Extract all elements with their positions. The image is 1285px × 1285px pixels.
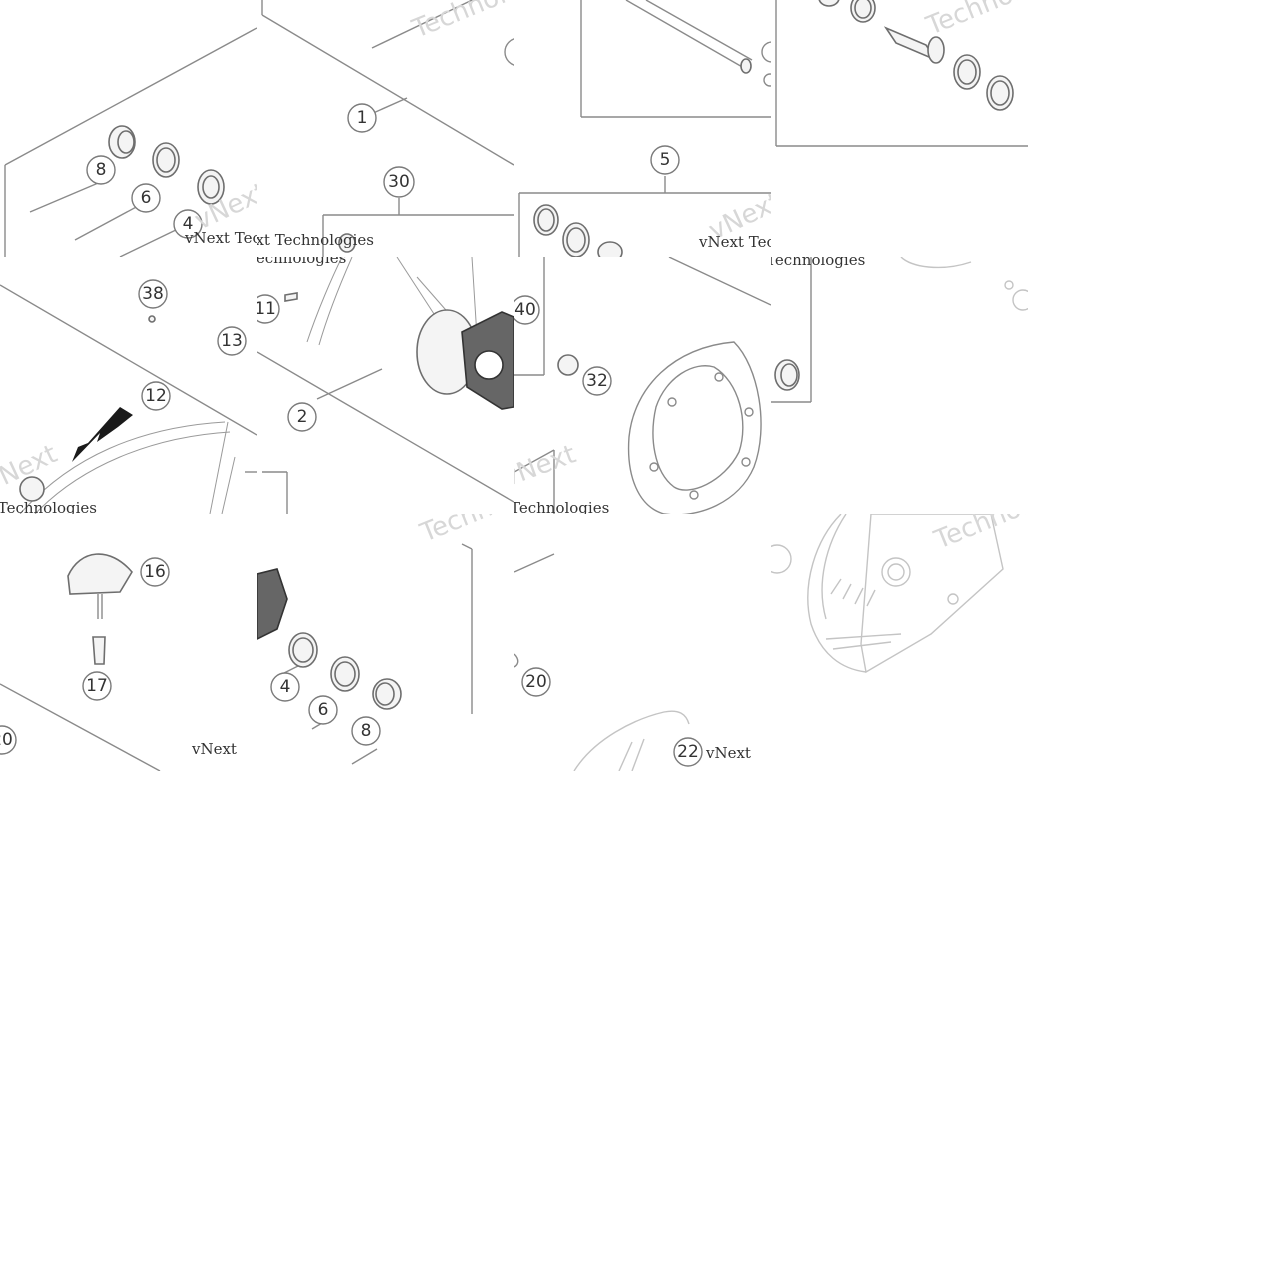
callout-label: 20 — [0, 730, 13, 750]
callout-label: 40 — [514, 300, 536, 320]
callout-1: 1 — [347, 103, 377, 133]
direction-arrow-icon — [72, 407, 133, 462]
callout-label: 30 — [388, 172, 410, 192]
callout-label: 8 — [361, 721, 372, 741]
watermark-caption: vNext Technologies — [184, 229, 257, 247]
callout-6: 6 — [308, 695, 338, 725]
diagram-tile-r2c0: 16 17 20 vNext — [0, 514, 257, 771]
callout-label: 4 — [183, 214, 194, 234]
callout-label: 4 — [280, 677, 291, 697]
exploded-view-fragment: 4 6 8 Technologies — [257, 514, 514, 765]
watermark-caption: Technologies — [771, 257, 865, 269]
exploded-view-fragment: 11 2 Technologies — [257, 257, 514, 514]
exploded-view-fragment: 38 13 12 vNext vNext Technologies — [0, 279, 257, 514]
diagram-tile-r2c2: 20 22 vNext — [514, 514, 771, 771]
watermark: Technologies — [929, 514, 1028, 556]
callout-label: 5 — [660, 150, 671, 170]
callout-13: 13 — [217, 326, 247, 356]
watermark: Technologies — [921, 0, 1028, 42]
callout-label: 32 — [586, 371, 608, 391]
exploded-view-fragment: Technologies — [775, 0, 1028, 147]
callout-4: 4 — [270, 672, 300, 702]
callout-4: 4 — [173, 209, 203, 239]
callout-5: 5 — [650, 145, 680, 175]
diagram-tile-r0c3: Technologies — [771, 0, 1028, 257]
callout-label: 16 — [144, 562, 166, 582]
diagram-tile-r1c2: 40 32 vNext Technologies — [514, 257, 771, 514]
callout-11: 11 — [257, 294, 280, 324]
diagram-tile-r2c1: 4 6 8 Technologies — [257, 514, 514, 771]
exploded-view-fragment: 5 vNext vNext Technologies — [518, 0, 771, 257]
diagram-tile-r2c3: Technologies — [771, 514, 1028, 771]
callout-8: 8 — [86, 155, 116, 185]
watermark-caption: vNext Technologies — [0, 499, 97, 514]
callout-label: 17 — [86, 676, 108, 696]
callout-30: 30 — [383, 166, 415, 198]
diagram-tile-r0c0: 8 6 4 vNext vNext Technologies — [0, 0, 257, 257]
watermark-caption: vNext — [191, 740, 237, 758]
callout-8: 8 — [351, 716, 381, 746]
diagram-tile-r0c2: 5 vNext vNext Technologies — [514, 0, 771, 257]
watermark-caption: vNext Technologies — [257, 231, 374, 249]
callout-38: 38 — [138, 279, 168, 309]
callout-label: 6 — [318, 700, 329, 720]
brake-disc-guard-faded: Technologies — [771, 514, 1028, 674]
callout-40: 40 — [514, 295, 540, 325]
exploded-view-fragment: 40 32 vNext Technologies — [514, 257, 771, 514]
exploded-view-fragment: 16 17 20 vNext — [0, 553, 237, 771]
callout-12: 12 — [141, 381, 171, 411]
diagram-tile-r1c3: Technologies — [771, 257, 1028, 514]
exploded-view-fragment: 1 30 Technologies vNext Technologies — [257, 0, 514, 257]
callout-label: 6 — [141, 188, 152, 208]
callout-label: 22 — [677, 742, 699, 762]
callout-20: 20 — [521, 667, 551, 697]
callout-label: 20 — [525, 672, 547, 692]
diagram-tile-r0c1: 1 30 Technologies vNext Technologies — [257, 0, 514, 257]
exploded-view-fragment: 20 22 vNext — [514, 553, 751, 771]
watermark-caption: Technologies — [514, 499, 609, 514]
callout-label: 12 — [145, 386, 167, 406]
callout-label: 1 — [357, 108, 368, 128]
callout-17: 17 — [82, 671, 112, 701]
callout-label: 8 — [96, 160, 107, 180]
diagram-tile-r1c1: 11 2 Technologies — [257, 257, 514, 514]
callout-22: 22 — [673, 737, 703, 767]
callout-label: 2 — [297, 407, 308, 427]
watermark: Technologies — [415, 514, 514, 549]
exploded-view-fragment: Technologies — [771, 257, 1028, 403]
callout-label: 13 — [221, 331, 243, 351]
callout-16: 16 — [140, 557, 170, 587]
watermark-caption: vNext — [705, 744, 751, 762]
diagram-tile-r1c0: 38 13 12 vNext vNext Technologies — [0, 257, 257, 514]
watermark-caption: Technologies — [257, 257, 346, 267]
callout-label: 38 — [142, 284, 164, 304]
callout-2: 2 — [287, 402, 317, 432]
exploded-view-fragment: 8 6 4 vNext vNext Technologies — [4, 27, 257, 257]
watermark: vNext — [514, 439, 580, 493]
callout-6: 6 — [131, 183, 161, 213]
watermark-caption: vNext Technologies — [698, 233, 771, 251]
callout-20-fragment: 20 — [0, 725, 17, 755]
watermark: Technologies — [407, 0, 514, 45]
callout-32: 32 — [582, 366, 612, 396]
callout-label: 11 — [257, 299, 276, 319]
